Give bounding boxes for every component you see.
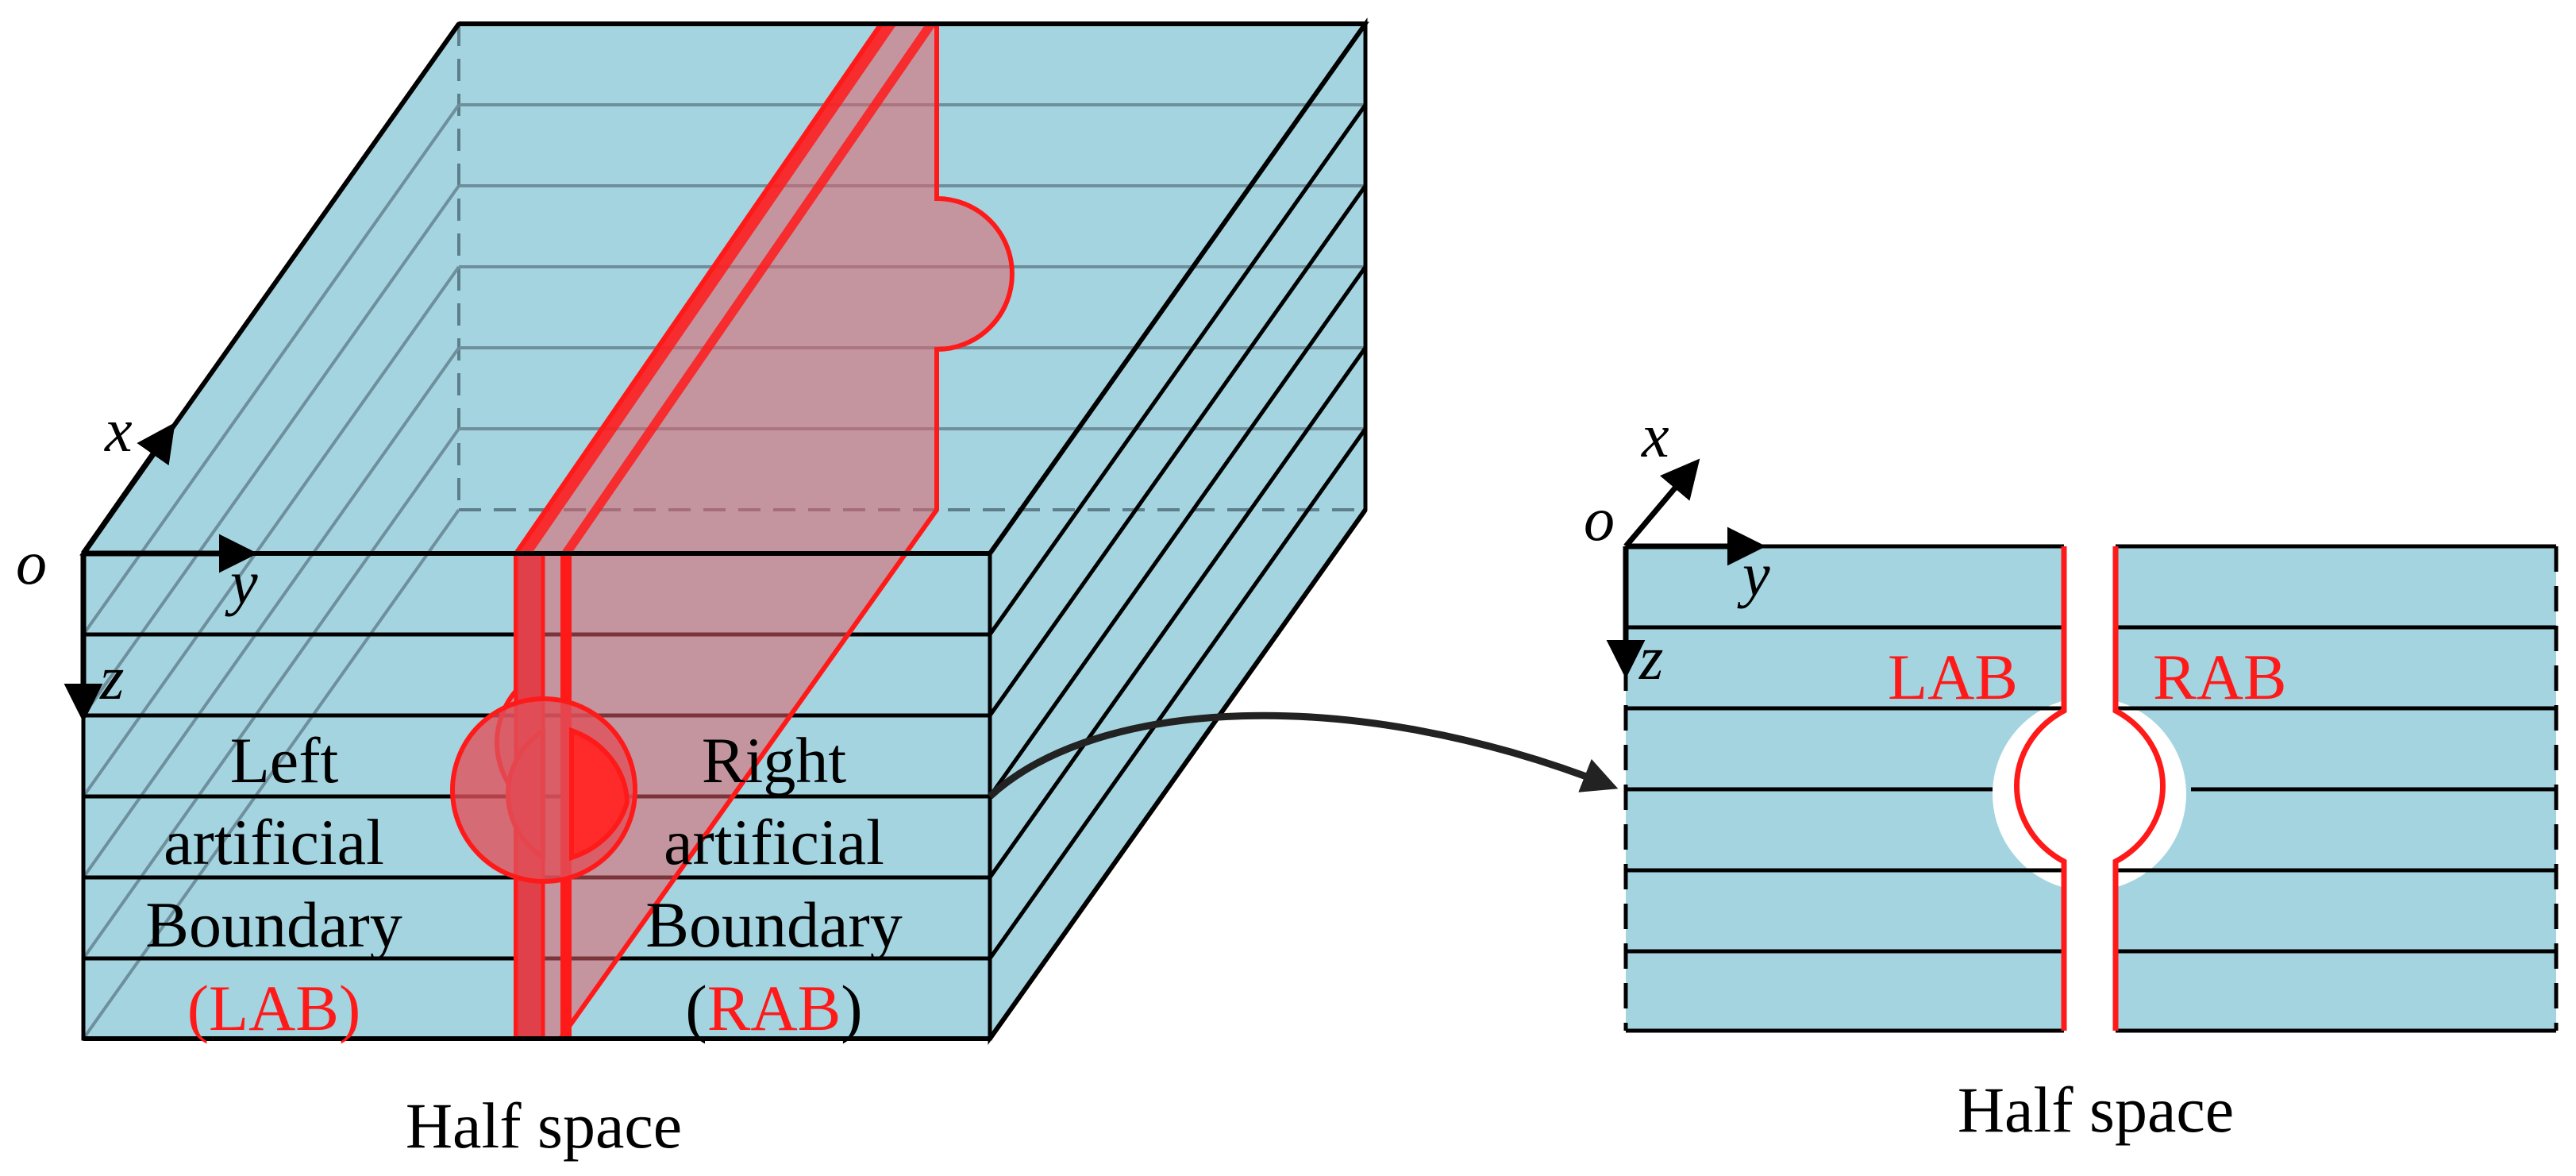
right-rab-label: RAB <box>2153 641 2287 713</box>
left-caption: Half space <box>406 1089 682 1162</box>
left-wall-layer-lines <box>82 103 460 1040</box>
layered-half-space-block <box>79 17 1369 1045</box>
cavity-cross-section <box>450 696 637 884</box>
gap <box>2064 540 2116 1036</box>
cross-section-view <box>1623 540 2559 1036</box>
left-axis-x: x <box>104 395 133 465</box>
rab-paren-close: ) <box>841 972 862 1044</box>
right-axis-y: y <box>1737 540 1770 609</box>
left-axes <box>64 422 258 723</box>
rab-label-line1: Right <box>702 724 846 796</box>
rab-paren-open: ( <box>685 972 707 1044</box>
right-axes <box>1606 458 1766 679</box>
side-layer-lines <box>988 103 1368 960</box>
rab-label-line2: artificial <box>664 806 884 878</box>
left-boundary-label: Left artificial Boundary (LAB) <box>145 724 402 1044</box>
left-axis-z: z <box>99 643 124 712</box>
side-bottom-edge <box>988 508 1368 1040</box>
section-right-layer-lines <box>2116 544 2556 1033</box>
lab-label-abbr: (LAB) <box>187 972 361 1044</box>
right-axis-z: z <box>1638 623 1663 692</box>
rab-label-abbr-line: (RAB) <box>685 972 862 1044</box>
lab-label-line2: artificial <box>164 806 384 878</box>
right-axis-x: x <box>1641 401 1669 470</box>
right-axis-o: o <box>1584 484 1615 553</box>
left-axis-o: o <box>16 528 47 597</box>
lab-boundary-line <box>2013 546 2067 1031</box>
left-axis-y: y <box>225 548 258 617</box>
curved-arrow-icon <box>987 711 1619 800</box>
rab-label-line3: Boundary <box>645 889 902 961</box>
right-lab-label: LAB <box>1888 641 2018 713</box>
right-boundary-label: Right artificial Boundary (RAB) <box>645 724 902 1044</box>
right-x-axis-arrow-icon <box>1623 458 1700 549</box>
lab-label-line3: Boundary <box>145 889 402 961</box>
top-right-edge <box>988 22 1368 555</box>
rab-abbr: RAB <box>707 972 841 1044</box>
right-caption: Half space <box>1958 1074 2234 1146</box>
x-axis-arrow-icon <box>81 422 175 556</box>
rab-boundary-line <box>2112 546 2166 1031</box>
lab-label-line1: Left <box>230 724 339 796</box>
